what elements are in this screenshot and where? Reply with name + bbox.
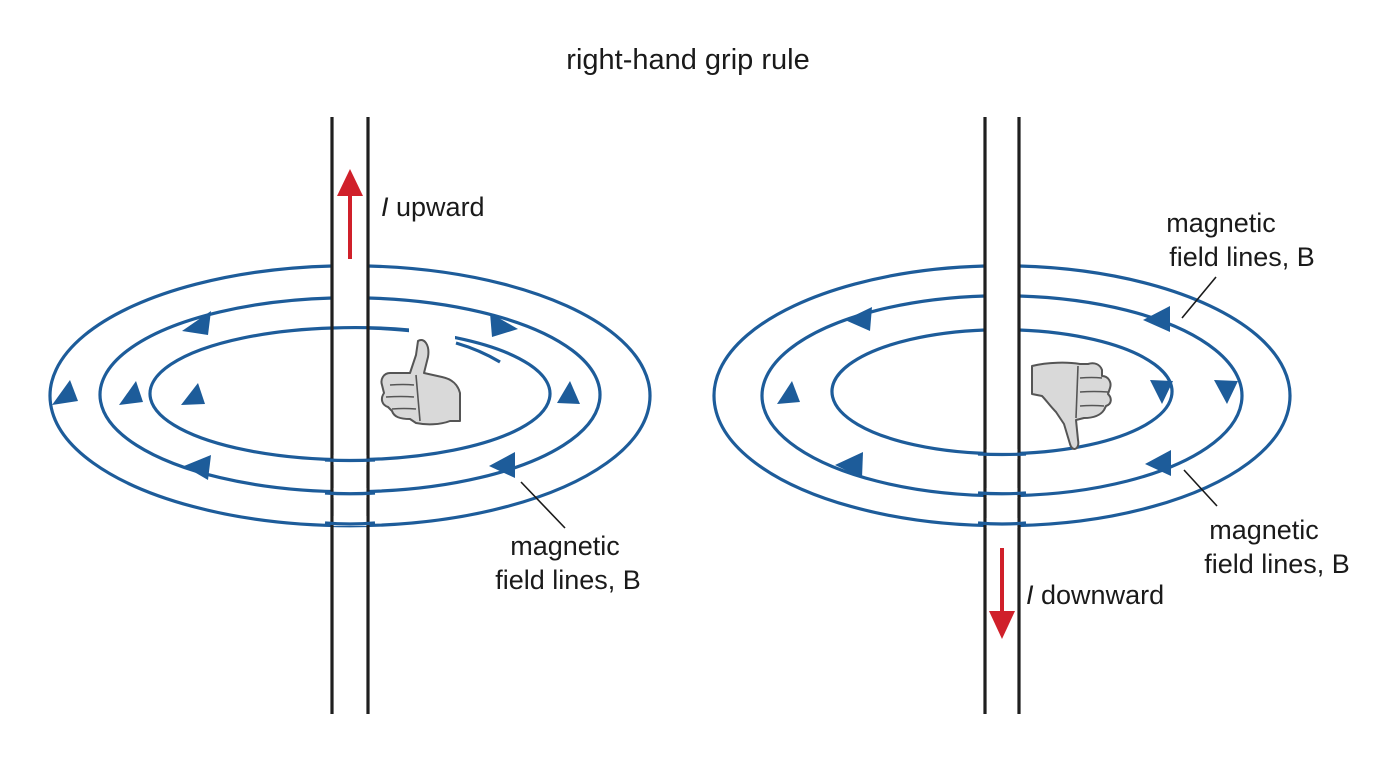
right-current-label: I downward [1026, 580, 1164, 610]
right-bottom-field-label-line2: field lines, B [1204, 549, 1350, 579]
arrowhead [184, 455, 211, 480]
arrowhead [182, 311, 211, 335]
left-arrowheads [52, 311, 580, 480]
arrowhead [52, 380, 78, 405]
left-field-loop-inner [148, 325, 552, 462]
arrowhead [490, 313, 518, 337]
arrowhead [777, 381, 800, 404]
right-arrowheads [777, 306, 1238, 478]
left-field-label-line2: field lines, B [495, 565, 641, 595]
left-panel: I upward magnetic field lines, B [48, 117, 652, 714]
arrowhead [181, 383, 205, 405]
right-top-field-leader [1181, 276, 1217, 319]
right-bottom-field-label-line1: magnetic [1209, 515, 1319, 545]
left-field-label-line1: magnetic [510, 531, 620, 561]
arrowhead [1214, 380, 1238, 404]
thumbs-up-icon [380, 339, 461, 426]
arrowhead [845, 307, 872, 331]
right-field-loop-front [977, 449, 1027, 528]
right-current-arrow [989, 548, 1015, 639]
right-top-field-label-line1: magnetic [1166, 208, 1276, 238]
arrowhead [1143, 306, 1170, 332]
left-wire [330, 117, 370, 714]
arrowhead [557, 381, 580, 404]
left-current-label: I upward [381, 192, 485, 222]
right-wire [983, 117, 1021, 714]
arrowhead [489, 452, 515, 478]
left-field-loop-front [324, 318, 501, 526]
right-field-loop-inner [830, 328, 1174, 456]
right-panel: I downward magnetic field lines, B magne… [712, 117, 1350, 714]
left-current-arrow [337, 169, 363, 259]
right-bottom-field-leader [1183, 469, 1218, 507]
right-top-field-label-line2: field lines, B [1169, 242, 1315, 272]
diagram-title: right-hand grip rule [566, 44, 809, 76]
right-field-loop-outer [712, 264, 1292, 528]
thumbs-down-icon [1031, 361, 1112, 450]
arrowhead [119, 381, 143, 405]
arrowhead [1150, 380, 1173, 404]
arrowhead [1145, 450, 1171, 476]
left-field-leader [520, 481, 566, 529]
arrowhead [835, 452, 863, 478]
